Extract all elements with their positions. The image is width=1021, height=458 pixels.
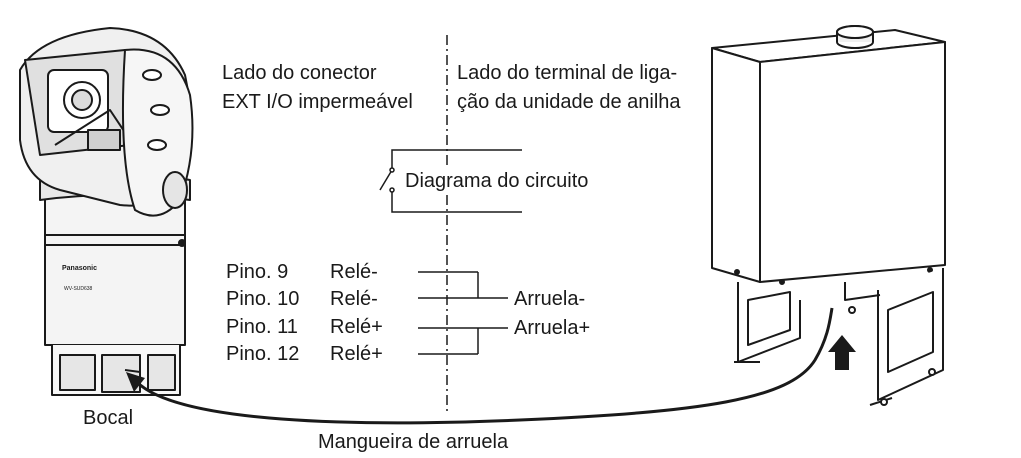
- up-arrow-icon: [828, 335, 856, 370]
- circuit-label: Diagrama do circuito: [403, 169, 591, 193]
- hose-arrowhead: [126, 372, 145, 392]
- pin-signal: Relé+: [330, 316, 383, 338]
- right-heading-line1: Lado do terminal de liga-: [457, 62, 678, 84]
- washer-terminal-plus: Arruela+: [514, 317, 591, 339]
- circuit-symbol: [391, 149, 522, 213]
- camera-illustration: [19, 27, 194, 396]
- pin-signal: Relé-: [330, 288, 378, 310]
- pin-label: Pino. 10: [226, 288, 300, 310]
- camera-brand: Panasonic: [62, 265, 97, 272]
- switch-icon: [379, 167, 395, 193]
- pin-label: Pino. 9: [226, 261, 289, 283]
- nozzle-label: Bocal: [83, 407, 134, 429]
- washer-hose: [133, 307, 834, 425]
- hose-label: Mangueira de arruela: [318, 431, 509, 453]
- left-heading-line2: EXT I/O impermeável: [222, 91, 413, 113]
- pin-signal: Relé+: [330, 343, 383, 365]
- washer-terminal-minus: Arruela-: [514, 288, 586, 310]
- right-heading-line2: ção da unidade de anilha: [457, 91, 681, 113]
- pin-wiring: [418, 271, 508, 355]
- left-heading-line1: Lado do conector: [222, 62, 377, 84]
- pin-label: Pino. 12: [226, 343, 300, 365]
- pin-signal: Relé-: [330, 261, 378, 283]
- washer-unit-illustration: [711, 25, 946, 406]
- pin-label: Pino. 11: [226, 316, 298, 338]
- camera-model: WV-SUD638: [64, 286, 93, 292]
